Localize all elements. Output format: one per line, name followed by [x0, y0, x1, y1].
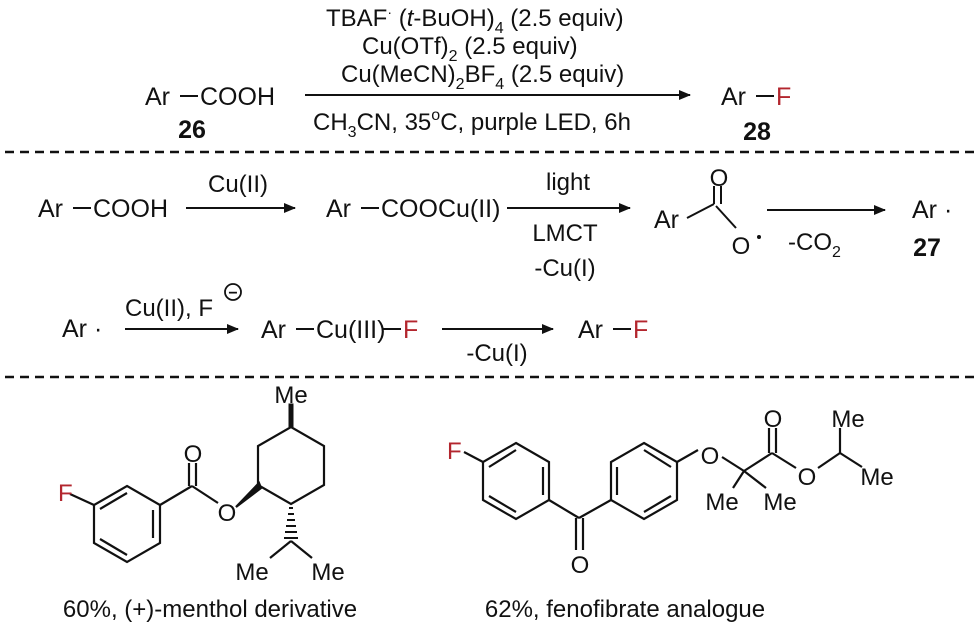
bond-aryl-carbonyl — [159, 485, 193, 506]
menthol-o-ester: O — [218, 500, 237, 527]
step2-light: light — [546, 169, 590, 196]
fluoride-charge: − — [228, 285, 237, 302]
carboxyl-o-top: O — [710, 165, 729, 192]
benzene-ring-2-inner-a — [488, 449, 517, 468]
carboxyl-bond-o — [715, 205, 737, 229]
example-fenofibrate-labels: F O O O O Me Me Me Me 62%, fenofibrate a… — [447, 406, 894, 623]
bond-isopropyl-left — [269, 540, 292, 559]
benzene-ring-2 — [481, 441, 551, 521]
bond-carbonyl-o — [191, 485, 219, 504]
bond-quat-carbonyl — [743, 452, 773, 472]
step2-loss-cu1: -Cu(I) — [534, 255, 595, 282]
fenofibrate-f: F — [447, 438, 462, 465]
bond-o-quat — [721, 456, 745, 472]
cu3-ar: Ar — [261, 316, 286, 344]
example-menthol-labels: F O O Me Me Me 60%, (+)-menthol derivati… — [58, 382, 357, 623]
top-reaction: Ar COOH 26 TBAF· (t-BuOH)4 (2.5 equiv) C… — [145, 4, 791, 146]
bond-ketone-ring3 — [578, 499, 612, 519]
benzene-ring-3 — [609, 441, 679, 521]
aryl-radical: Ar · — [912, 196, 952, 224]
fenofibrate-o-ketone: O — [571, 552, 590, 579]
bond-aryl-f-2 — [463, 451, 484, 463]
radical-dot-acyloxy — [757, 235, 761, 239]
benzene-ring-1-inner-c — [99, 538, 128, 556]
benzene-ring-3-inner-b — [643, 449, 672, 468]
bond-carbonyl-o-ester — [771, 452, 797, 469]
bond-quat-me-right — [743, 470, 767, 489]
bond-isopropyl-down — [839, 452, 863, 468]
menthol-caption: 60%, (+)-menthol derivative — [63, 596, 357, 623]
bond-isopropyl-right — [290, 540, 313, 559]
cu3-center: Cu(III) — [316, 316, 385, 344]
step3-loss-co2: -CO2 — [788, 229, 841, 261]
intermediate-coocu: COOCu(II) — [381, 195, 500, 223]
menthol-me-top: Me — [274, 382, 307, 409]
start-ar: Ar — [38, 195, 63, 223]
benzene-ring-3-inner-c — [643, 495, 672, 513]
cyclohexane-ring — [256, 425, 326, 506]
example-fenofibrate-structure — [463, 428, 863, 550]
example-menthol-structure — [69, 403, 326, 564]
bond-ring3-o — [676, 449, 699, 463]
final-f: F — [633, 316, 648, 344]
menthol-me-right: Me — [311, 559, 344, 586]
compound-number-26: 26 — [178, 116, 206, 144]
fluoride-charge-circle — [224, 283, 242, 301]
step1-reagent: Cu(II) — [208, 171, 268, 198]
fenofibrate-caption: 62%, fenofibrate analogue — [485, 596, 765, 623]
fenofibrate-me-mid: Me — [763, 489, 796, 516]
hashed-bond-isopropyl — [284, 507, 298, 539]
mechanism-row-2: Ar · Cu(II), F − Ar Cu(III) F -Cu(I) Ar … — [62, 283, 648, 367]
menthol-f: F — [58, 480, 73, 507]
benzene-ring-1 — [92, 484, 162, 564]
fenofibrate-o-ether: O — [701, 443, 720, 470]
bond-quat-me-left — [732, 470, 745, 489]
step4-reagent: Cu(II), F — [125, 295, 213, 322]
mechanism-row-1: Ar COOH Cu(II) Ar COOCu(II) light LMCT -… — [38, 165, 952, 282]
carboxyl-bond-ar — [686, 203, 715, 219]
fenofibrate-o-carbonyl: O — [764, 406, 783, 433]
start-cooh: COOH — [93, 195, 168, 223]
menthol-me-left: Me — [235, 559, 268, 586]
condition-solvent-light: CH3CN, 35oC, purple LED, 6h — [313, 107, 631, 141]
reactant-cooh: COOH — [200, 83, 275, 111]
bond-o-isopropyl — [817, 452, 841, 469]
cu3-f: F — [403, 316, 418, 344]
fenofibrate-o-ester: O — [798, 464, 817, 491]
benzene-ring-2-inner-c — [488, 495, 517, 513]
step5-loss-cu1: -Cu(I) — [466, 340, 527, 367]
reactant-ar: Ar — [145, 83, 170, 111]
product-ar: Ar — [721, 83, 746, 111]
row2-aryl-radical: Ar · — [62, 315, 102, 343]
compound-number-27: 27 — [913, 234, 941, 262]
condition-cu-otf2: Cu(OTf)2 (2.5 equiv) — [362, 33, 578, 65]
bond-aryl-f-1 — [69, 493, 95, 506]
intermediate-ar: Ar — [326, 195, 351, 223]
step2-lmct: LMCT — [532, 220, 598, 247]
fenofibrate-me-left: Me — [705, 489, 738, 516]
fenofibrate-me-right: Me — [860, 464, 893, 491]
wedge-o-ring — [235, 481, 263, 508]
condition-cu-mecn: Cu(MeCN)2BF4 (2.5 equiv) — [341, 61, 624, 93]
benzene-ring-1-inner-a — [99, 492, 128, 510]
compound-number-28: 28 — [743, 118, 771, 146]
final-ar: Ar — [578, 316, 603, 344]
carboxyl-o-bottom: O — [732, 233, 751, 260]
bond-ring2-ketone — [548, 499, 580, 519]
carboxyl-ar: Ar — [654, 206, 679, 234]
menthol-o-carbonyl: O — [184, 441, 203, 468]
fenofibrate-me-top: Me — [831, 406, 864, 433]
condition-tbaf: TBAF· (t-BuOH)4 (2.5 equiv) — [326, 4, 624, 37]
product-f: F — [776, 83, 791, 111]
